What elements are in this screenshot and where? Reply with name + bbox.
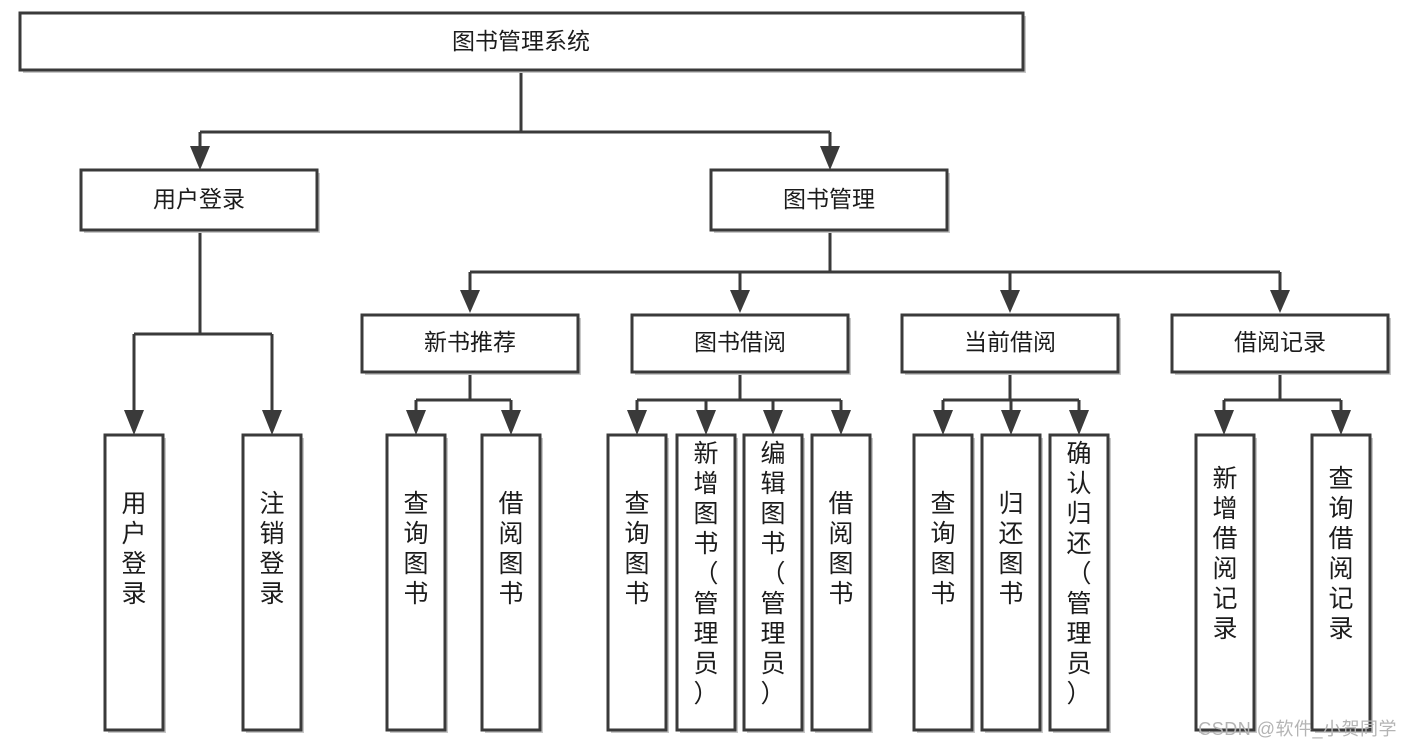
node-user-login[interactable]: 用户登录 [79,168,320,233]
arrow-head-user-login-leaf-2 [262,410,282,435]
leaf-current-borrow-1-box [912,433,974,732]
arrow-head-book-mgmt [820,146,840,170]
arrow-head-new-book [460,290,480,313]
leaf-book-borrow-1[interactable]: 查询图书 [606,433,669,733]
node-book-borrow[interactable]: 图书借阅 [630,313,851,375]
leaf-borrow-record-1-box [1194,433,1256,732]
leaf-current-borrow-1[interactable]: 查询图书 [912,433,975,733]
arrow-head-borrow-record-leaf-2 [1331,410,1351,435]
node-current-borrow-label: 当前借阅 [964,329,1056,355]
leaf-book-borrow-2-label: 新增图书（管理员） [693,440,718,708]
leaf-current-borrow-3-label: 确认归还（管理员） [1066,440,1091,708]
leaf-borrow-record-1[interactable]: 新增借阅记录 [1194,433,1257,733]
node-borrow-record-box [1170,313,1390,374]
arrow-head-book-borrow-leaf-4 [831,410,851,435]
leaf-current-borrow-2-label: 归还图书 [998,490,1023,608]
node-borrow-record[interactable]: 借阅记录 [1170,313,1391,375]
node-root-label: 图书管理系统 [452,28,590,54]
leaf-new-book-2[interactable]: 借阅图书 [480,433,543,733]
leaf-book-borrow-4-box [810,433,872,732]
arrow-head-new-book-leaf-2 [501,410,521,435]
leaf-current-borrow-2[interactable]: 归还图书 [980,433,1043,733]
leaf-book-borrow-1-label: 查询图书 [624,490,649,608]
arrow-head-borrow-record-leaf-1 [1214,410,1234,435]
arrow-head-user-login [190,146,210,170]
leaf-user-login-2[interactable]: 注销登录 [241,433,304,733]
arrow-head-new-book-leaf-1 [406,410,426,435]
leaf-book-borrow-3-label: 编辑图书（管理员） [760,440,785,708]
leaf-current-borrow-3[interactable]: 确认归还（管理员） [1048,433,1111,733]
leaf-current-borrow-3-box [1048,433,1110,732]
arrow-head-current-borrow [1000,290,1020,313]
leaf-book-borrow-3[interactable]: 编辑图书（管理员） [742,433,805,733]
leaf-borrow-record-2[interactable]: 查询借阅记录 [1310,433,1373,733]
node-borrow-record-label: 借阅记录 [1234,329,1326,355]
leaf-borrow-record-2-label: 查询借阅记录 [1328,465,1353,643]
leaf-book-borrow-1-box [606,433,668,732]
node-root-box [18,11,1025,72]
leaf-user-login-1-label: 用户登录 [121,490,146,608]
node-new-book[interactable]: 新书推荐 [360,313,581,375]
leaf-book-borrow-2[interactable]: 新增图书（管理员） [675,433,738,733]
arrow-head-current-borrow-leaf-1 [933,410,953,435]
arrow-head-book-borrow-leaf-1 [627,410,647,435]
node-new-book-label: 新书推荐 [424,329,516,355]
leaf-book-borrow-3-box [742,433,804,732]
node-current-borrow-box [900,313,1120,374]
arrow-head-current-borrow-leaf-3 [1069,410,1089,435]
leaf-new-book-1-box [385,433,447,732]
node-book-mgmt-label: 图书管理 [783,186,875,212]
leaf-new-book-1[interactable]: 查询图书 [385,433,448,733]
node-root[interactable]: 图书管理系统 [18,11,1026,73]
leaf-borrow-record-1-label: 新增借阅记录 [1212,465,1237,643]
node-user-login-label: 用户登录 [153,186,245,212]
node-current-borrow[interactable]: 当前借阅 [900,313,1121,375]
leaf-current-borrow-2-box [980,433,1042,732]
leaf-user-login-2-box [241,433,303,732]
arrow-head-book-borrow [730,290,750,313]
arrow-head-borrow-record [1270,290,1290,313]
leaf-new-book-2-box [480,433,542,732]
connector-group [124,70,1351,435]
leaf-book-borrow-2-box [675,433,737,732]
arrow-head-book-borrow-leaf-2 [696,410,716,435]
leaf-user-login-1[interactable]: 用户登录 [103,433,166,733]
arrow-head-book-borrow-leaf-3 [763,410,783,435]
leaf-user-login-2-label: 注销登录 [259,490,284,608]
leaf-new-book-2-label: 借阅图书 [498,490,523,608]
node-book-borrow-label: 图书借阅 [694,329,786,355]
node-book-mgmt-box [709,168,949,232]
leaf-book-borrow-4-label: 借阅图书 [828,490,853,608]
node-user-login-box [79,168,319,232]
leaf-user-login-1-box [103,433,165,732]
leaf-borrow-record-2-box [1310,433,1372,732]
arrow-head-user-login-leaf-1 [124,410,144,435]
arrow-head-current-borrow-leaf-2 [1001,410,1021,435]
leaf-book-borrow-4[interactable]: 借阅图书 [810,433,873,733]
leaf-new-book-1-label: 查询图书 [403,490,428,608]
leaf-current-borrow-1-label: 查询图书 [930,490,955,608]
node-new-book-box [360,313,580,374]
node-book-borrow-box [630,313,850,374]
node-book-mgmt[interactable]: 图书管理 [709,168,950,233]
